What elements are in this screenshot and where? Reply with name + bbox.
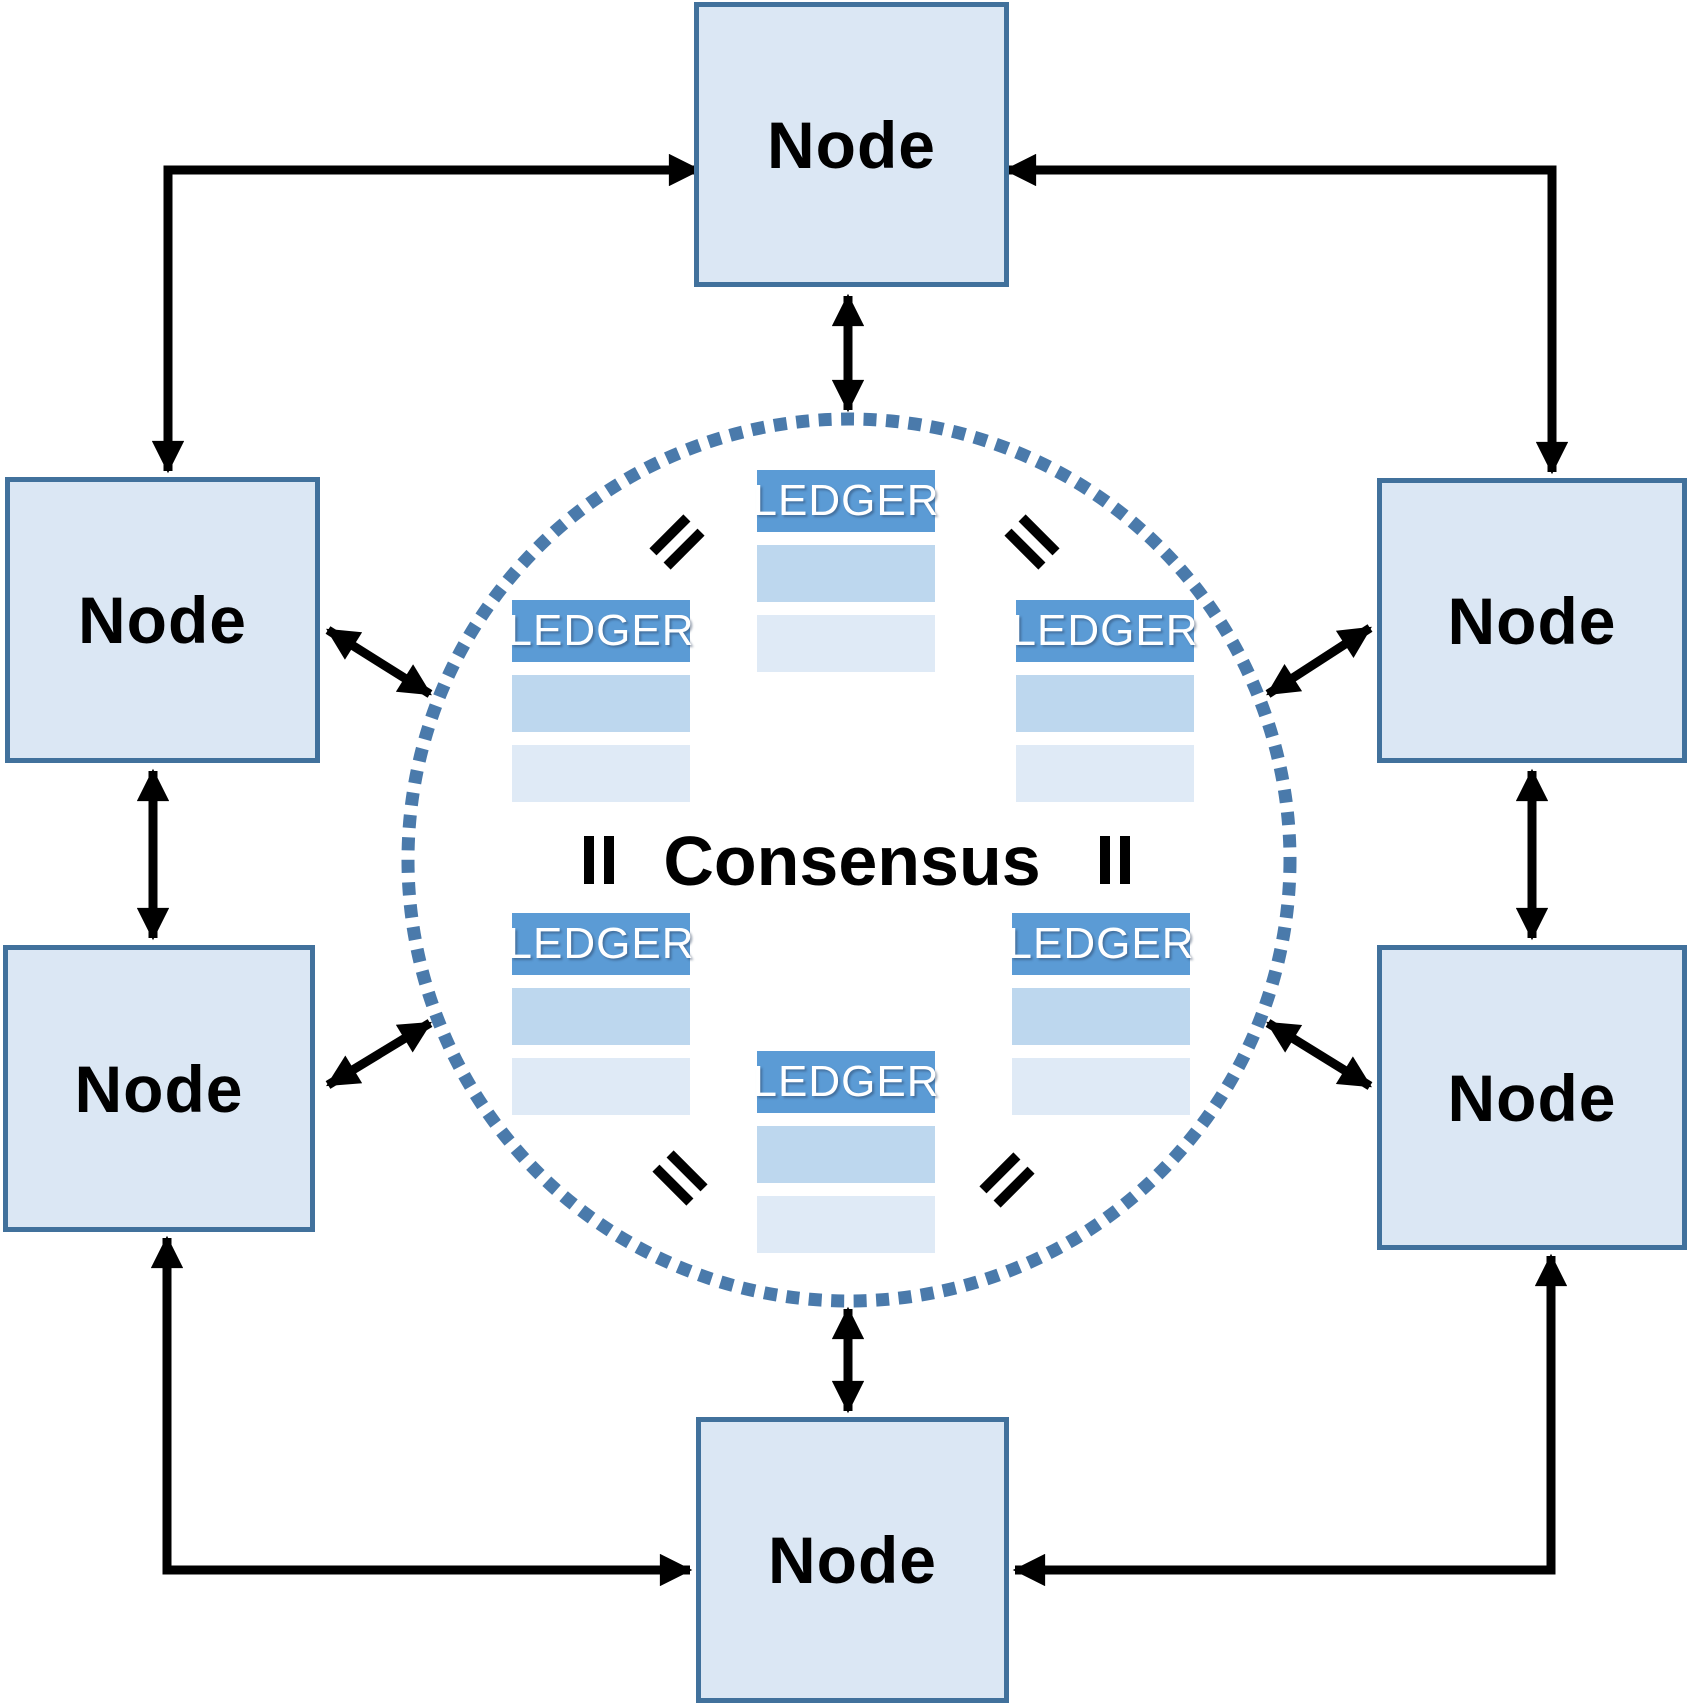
node-box-top: Node bbox=[694, 2, 1009, 287]
node-label: Node bbox=[768, 1523, 937, 1597]
consensus-ring bbox=[401, 412, 1297, 1308]
ledger-row-1 bbox=[757, 1126, 935, 1183]
node-label: Node bbox=[1447, 583, 1617, 658]
ledger-table-lower-right: LEDGER bbox=[1008, 913, 1193, 1115]
ledger-header: LEDGER bbox=[1008, 913, 1193, 975]
ledger-row-2 bbox=[757, 615, 935, 672]
ledger-header: LEDGER bbox=[753, 1051, 938, 1113]
arrow-elbow-top-right bbox=[1003, 153, 1569, 475]
node-label: Node bbox=[78, 583, 247, 657]
ledger-row-2 bbox=[512, 745, 690, 802]
ledger-table-middle-right: LEDGER bbox=[1012, 600, 1197, 802]
ledger-row-1 bbox=[757, 545, 935, 602]
equals-icon-right bbox=[1100, 836, 1130, 884]
ledger-row-2 bbox=[1016, 745, 1194, 802]
ledger-table-bottom-center: LEDGER bbox=[753, 1051, 938, 1253]
equals-icon-left bbox=[584, 836, 614, 884]
ledger-header: LEDGER bbox=[508, 913, 693, 975]
arrow-lower-left-ring bbox=[325, 1019, 433, 1089]
ledger-row-1 bbox=[1012, 988, 1190, 1045]
ledger-header: LEDGER bbox=[1012, 600, 1197, 662]
arrow-elbow-top-left bbox=[151, 153, 702, 474]
node-box-lower-left: Node bbox=[3, 945, 315, 1232]
ledger-row-1 bbox=[1016, 675, 1194, 732]
ledger-table-top-center: LEDGER bbox=[753, 470, 938, 672]
consensus-label: Consensus bbox=[663, 822, 1041, 900]
node-box-bottom: Node bbox=[696, 1417, 1009, 1703]
ledger-row-2 bbox=[757, 1196, 935, 1253]
arrow-lower-right-ring bbox=[1265, 1019, 1373, 1090]
node-label: Node bbox=[74, 1051, 244, 1126]
ledger-table-lower-left: LEDGER bbox=[508, 913, 693, 1115]
arrow-elbow-bottom-left bbox=[150, 1235, 693, 1587]
ledger-header: LEDGER bbox=[753, 470, 938, 532]
node-label: Node bbox=[767, 107, 936, 182]
node-label: Node bbox=[1447, 1060, 1617, 1135]
ledger-row-1 bbox=[512, 988, 690, 1045]
ledger-row-1 bbox=[512, 675, 690, 732]
ledger-table-middle-left: LEDGER bbox=[508, 600, 693, 802]
node-box-upper-right: Node bbox=[1377, 478, 1687, 763]
node-box-lower-right: Node bbox=[1377, 945, 1687, 1250]
arrow-upper-right-ring bbox=[1265, 624, 1373, 698]
ledger-header: LEDGER bbox=[508, 600, 693, 662]
ledger-row-2 bbox=[1012, 1058, 1190, 1115]
arrow-upper-left-ring bbox=[325, 626, 433, 698]
node-box-upper-left: Node bbox=[5, 477, 320, 763]
arrow-elbow-bottom-right bbox=[1012, 1253, 1568, 1587]
ledger-row-2 bbox=[512, 1058, 690, 1115]
